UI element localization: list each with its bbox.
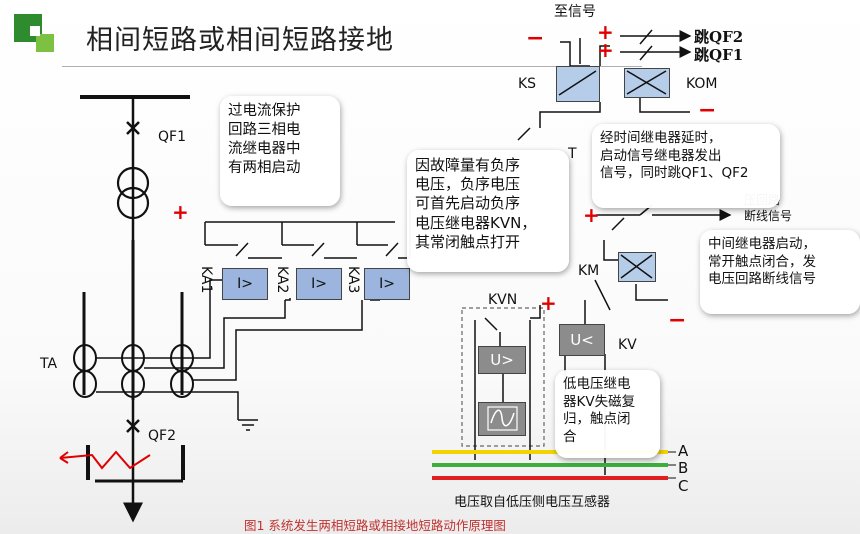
page-title: 相间短路或相间短路接地: [86, 25, 394, 56]
kv-relay: U<: [559, 324, 605, 356]
ka3-relay: I>: [364, 268, 410, 300]
callout-overcurrent: 过电流保护 回路三相电 流继电器中 有两相启动: [220, 96, 340, 206]
ka1-relay: I>: [222, 268, 268, 300]
ta-label: TA: [40, 356, 58, 372]
qf2-breaker-mark: [126, 419, 140, 433]
ka3-label: KA3: [345, 266, 361, 294]
filter-wave-icon: [486, 406, 518, 431]
kom-relay-cross: [626, 70, 667, 95]
ka1-label: KA1: [198, 266, 214, 294]
t-label: T: [568, 146, 577, 162]
kv-label: KV: [618, 337, 637, 353]
logo-square-white: [30, 26, 40, 36]
kom-relay: [624, 68, 670, 98]
ka-relay-wiring: [204, 200, 411, 301]
qf2-label: QF2: [148, 428, 176, 444]
kvn-voltage-element: U>: [478, 346, 526, 374]
plus-mark-ka: +: [172, 200, 189, 224]
minus-mark-top: −: [526, 26, 545, 51]
km-label: KM: [578, 263, 600, 279]
plus-mark-kvn: +: [540, 291, 557, 315]
figure-caption: 图1 系统发生两相短路或相接地短路动作原理图: [244, 518, 506, 533]
minus-mark-ks: −: [698, 98, 717, 123]
plus-mark-km: +: [583, 203, 600, 227]
callout-low-voltage: 低电压继电 器KV失磁复 归，触点闭 合: [555, 370, 660, 458]
transformer-winding-upper: [116, 166, 150, 200]
km-relay-cross: [620, 254, 653, 279]
voltage-source-note: 电压取自低压侧电压互感器: [454, 495, 611, 510]
ks-relay: [556, 66, 600, 102]
ka2-label: KA2: [274, 266, 290, 294]
phase-b-label: B: [678, 459, 689, 477]
kvn-enclosure: [461, 307, 545, 447]
qf1-breaker-mark: [126, 121, 140, 135]
km-relay: [618, 252, 656, 282]
plus-mark-top-1: +: [597, 20, 614, 44]
kom-label: KOM: [686, 76, 718, 92]
ct-secondary-wires: [96, 300, 363, 431]
callout-negative-sequence: 因故障量有负序 电压，负序电压 可首先启动负序 电压继电器KVN， 其常闭触点打…: [407, 150, 569, 272]
phase-c-label: C: [678, 477, 689, 495]
kvn-wiring: [474, 305, 541, 460]
minus-mark-km: −: [668, 308, 687, 333]
ka2-relay: I>: [296, 268, 342, 300]
ks-label: KS: [518, 76, 537, 92]
trip-qf1-label: 跳QF1: [694, 46, 744, 64]
signal-label: 至信号: [554, 4, 596, 20]
transformer-winding-lower: [116, 186, 150, 220]
kvn-filter-element: [478, 402, 526, 436]
fault-lightning-icon: [59, 450, 151, 470]
title-divider: [62, 66, 642, 67]
phase-a-label: A: [678, 442, 689, 460]
callout-middle-relay: 中间继电器启动， 常开触点闭合，发 电压回路断线信号: [700, 230, 860, 314]
plus-mark-top-2: +: [597, 38, 614, 62]
kvn-label: KVN: [488, 292, 518, 308]
qf1-label: QF1: [158, 129, 186, 145]
logo-square-light: [36, 34, 54, 52]
callout-time-relay: 经时间继电器延时， 启动信号继电器发出 信号，同时跳QF1、QF2: [592, 124, 780, 208]
ks-relay-slash: [558, 70, 597, 96]
trip-qf2-label: 跳QF2: [694, 28, 744, 46]
